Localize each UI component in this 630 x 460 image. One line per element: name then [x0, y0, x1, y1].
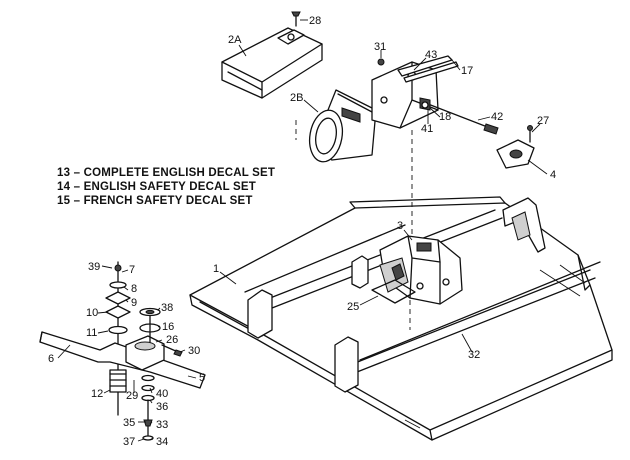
- callout-35: 35: [123, 417, 135, 429]
- screw-28: [291, 11, 301, 27]
- callout-37: 37: [123, 436, 135, 448]
- callout-2B: 2B: [290, 92, 303, 104]
- callout-labels: 28 2A 31 43 17 2B 42 41 18 27 4 3 1 25 3…: [48, 15, 556, 448]
- bracket-assembly: [371, 55, 499, 135]
- callout-41: 41: [421, 123, 433, 135]
- callout-43: 43: [425, 49, 437, 61]
- blade-assembly: [39, 261, 206, 441]
- callout-34: 34: [156, 436, 168, 448]
- callout-36: 36: [156, 401, 168, 413]
- callout-42: 42: [491, 111, 503, 123]
- callout-26: 26: [166, 334, 178, 346]
- gearbox: [371, 235, 463, 305]
- callout-40: 40: [156, 388, 168, 400]
- callout-27: 27: [537, 115, 549, 127]
- callout-9: 9: [131, 297, 137, 309]
- callout-16: 16: [162, 321, 174, 333]
- mower-deck: [189, 196, 613, 441]
- callout-11: 11: [86, 327, 97, 339]
- callout-18: 18: [439, 111, 451, 123]
- callout-7: 7: [129, 264, 135, 276]
- decal-legend: 13 – COMPLETE ENGLISH DECAL SET 14 – ENG…: [57, 167, 275, 207]
- callout-33: 33: [156, 419, 168, 431]
- legend-line-14: 14 – ENGLISH SAFETY DECAL SET: [57, 181, 256, 193]
- callout-28: 28: [309, 15, 321, 27]
- callout-1: 1: [213, 263, 219, 275]
- callout-2A: 2A: [228, 34, 242, 46]
- callout-30: 30: [188, 345, 200, 357]
- shield-2a: [221, 27, 323, 99]
- callout-38: 38: [161, 302, 173, 314]
- callout-12: 12: [91, 388, 103, 400]
- callout-3: 3: [397, 220, 403, 232]
- nut-31: [377, 58, 385, 66]
- callout-39: 39: [88, 261, 100, 273]
- legend-line-13: 13 – COMPLETE ENGLISH DECAL SET: [57, 167, 275, 179]
- callout-6: 6: [48, 353, 54, 365]
- callout-5: 5: [199, 372, 205, 384]
- shield-2b: [308, 89, 377, 163]
- legend-line-15: 15 – FRENCH SAFETY DECAL SET: [57, 195, 253, 207]
- callout-10: 10: [86, 307, 98, 319]
- leader-lines: [57, 19, 548, 442]
- callout-17: 17: [461, 65, 473, 77]
- callout-25: 25: [347, 301, 359, 313]
- callout-29: 29: [126, 390, 138, 402]
- callout-31: 31: [374, 41, 386, 53]
- callout-4: 4: [550, 169, 556, 181]
- callout-32: 32: [468, 349, 480, 361]
- plate-4: [496, 125, 535, 169]
- callout-8: 8: [131, 283, 137, 295]
